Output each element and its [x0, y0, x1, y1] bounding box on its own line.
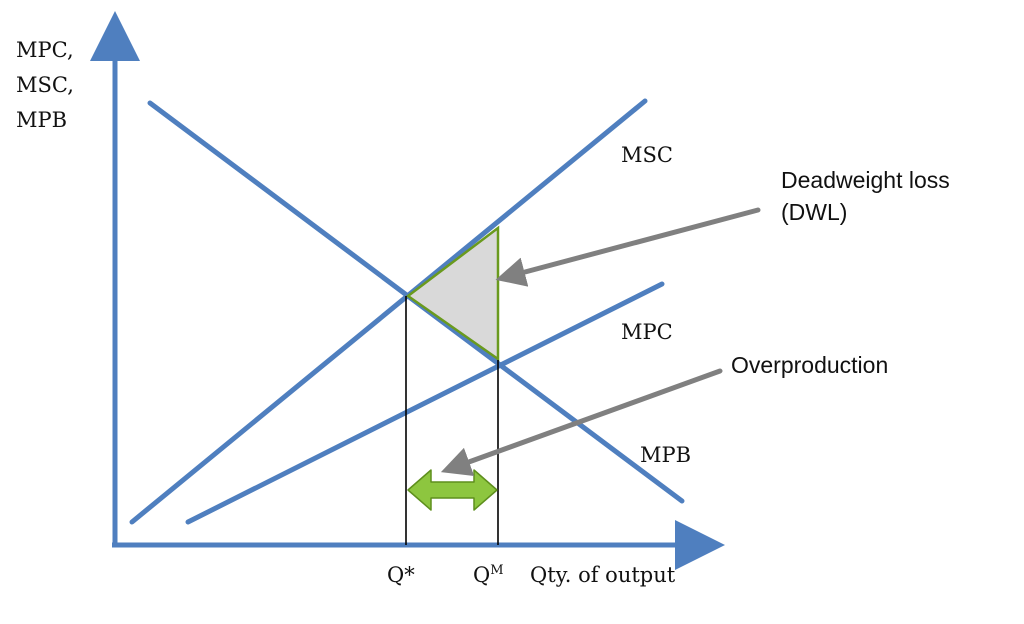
mpc-curve — [185, 281, 665, 525]
msc-label: MSC — [621, 143, 673, 167]
mpb-label: MPB — [640, 443, 691, 467]
dwl-label-line-2: (DWL) — [781, 199, 847, 225]
q-m-label-superscript: M — [490, 563, 503, 578]
deadweight-loss-triangle — [405, 225, 500, 362]
overproduction-double-arrow — [407, 469, 498, 511]
dwl-label-line-1: Deadweight loss — [781, 167, 950, 193]
x-axis-label: Qty. of output — [530, 563, 676, 587]
q-m-label: QM — [473, 563, 504, 587]
y-axis-label-line-1: MPC, — [16, 38, 74, 62]
y-axis-label-line-3: MPB — [16, 108, 67, 132]
q-m-label-base: Q — [473, 563, 490, 587]
mpc-label: MPC — [621, 320, 673, 344]
overproduction-label: Overproduction — [731, 352, 888, 378]
overproduction-pointer-arrow — [440, 368, 723, 476]
msc-curve — [129, 98, 648, 525]
q-star-label: Q* — [387, 563, 415, 587]
y-axis-label-line-2: MSC, — [16, 73, 74, 97]
dwl-pointer-arrow — [495, 207, 761, 287]
